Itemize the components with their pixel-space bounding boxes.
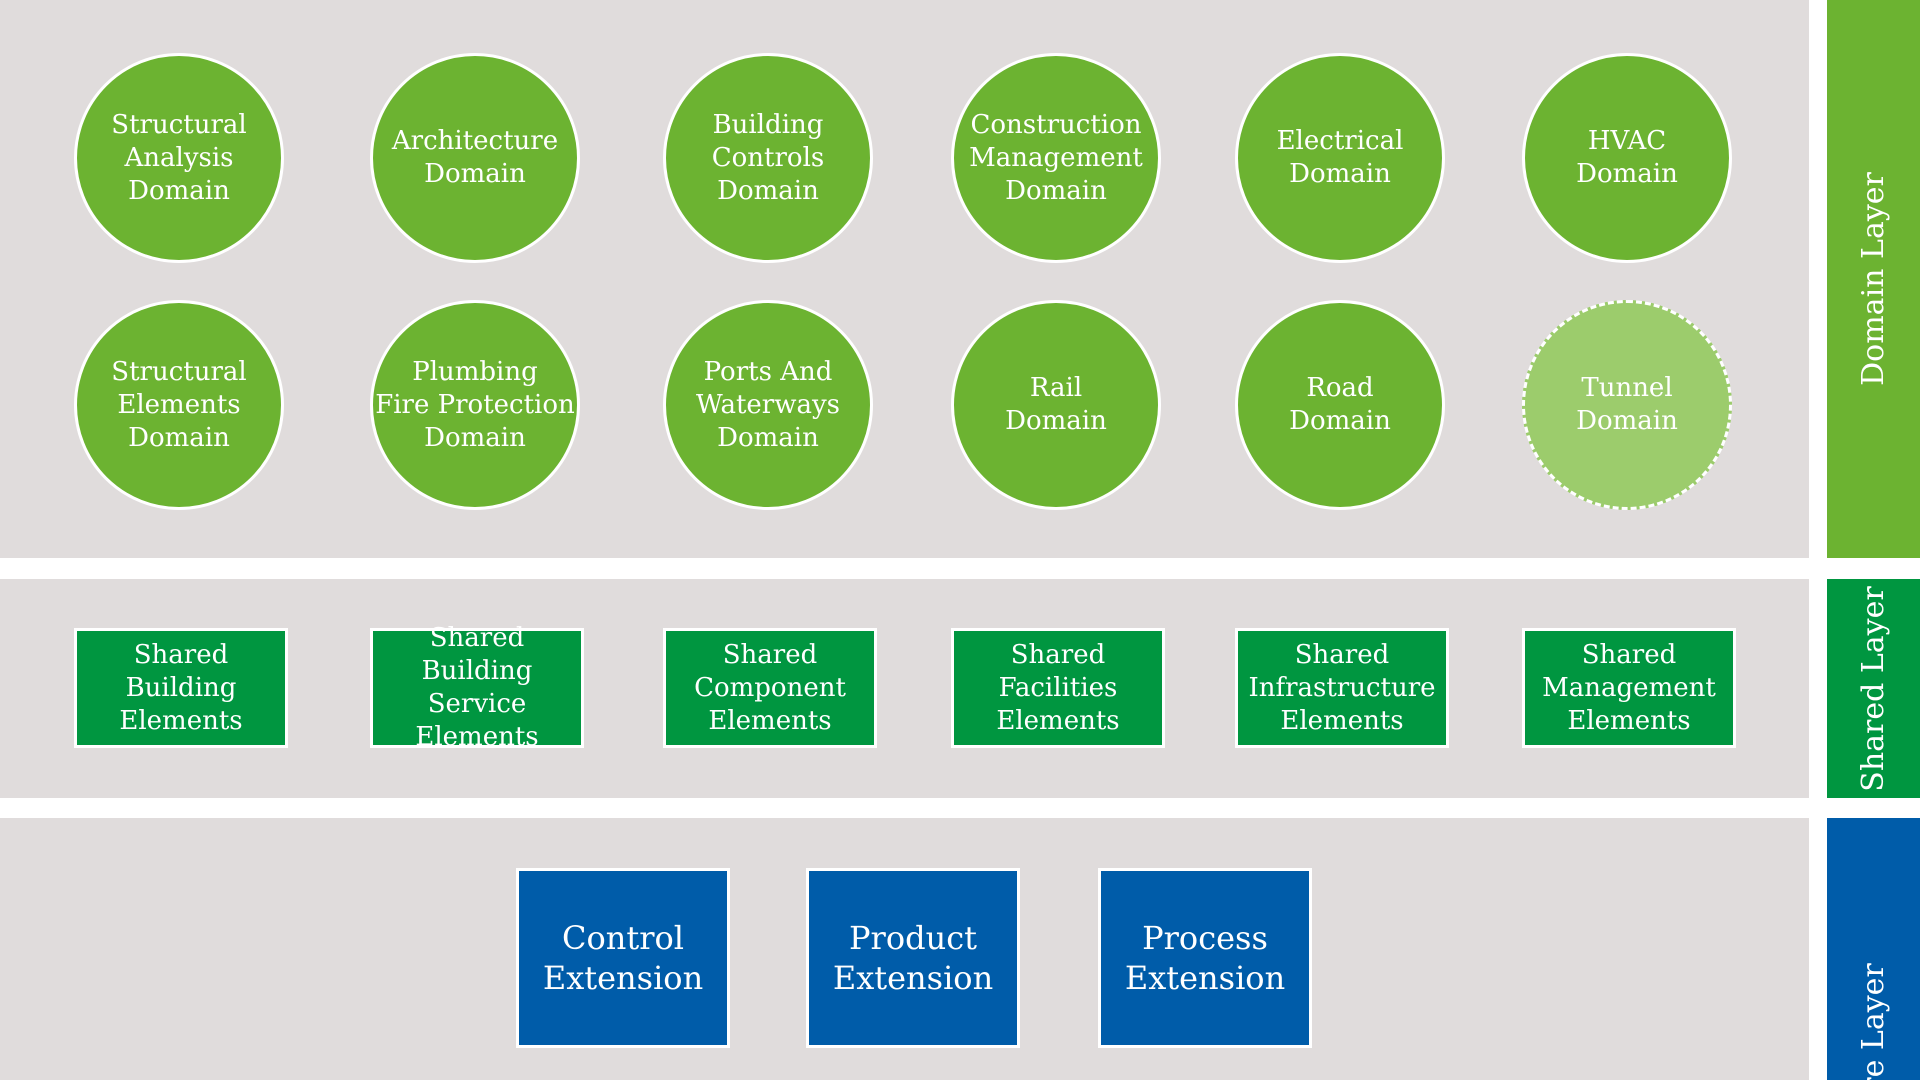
shared-layer-label: Shared Layer bbox=[1855, 585, 1891, 792]
rail-domain: Rail Domain bbox=[951, 300, 1161, 510]
shared-facilities-elements: Shared Facilities Elements bbox=[951, 628, 1165, 748]
shared-component-elements: Shared Component Elements bbox=[663, 628, 877, 748]
tunnel-domain: Tunnel Domain bbox=[1522, 300, 1732, 510]
construction-management-domain: Construction Management Domain bbox=[951, 53, 1161, 263]
domain-layer-tab: Domain Layer bbox=[1827, 0, 1920, 558]
process-extension: Process Extension bbox=[1098, 868, 1312, 1048]
shared-building-elements: Shared Building Elements bbox=[74, 628, 288, 748]
domain-layer-label: Domain Layer bbox=[1855, 172, 1891, 386]
shared-layer-band bbox=[0, 579, 1809, 798]
plumbing-fire-protection-domain: Plumbing Fire Protection Domain bbox=[370, 300, 580, 510]
architecture-domain: Architecture Domain bbox=[370, 53, 580, 263]
shared-infrastructure-elements: Shared Infrastructure Elements bbox=[1235, 628, 1449, 748]
core-layer-label: Core Layer bbox=[1855, 963, 1891, 1080]
shared-management-elements: Shared Management Elements bbox=[1522, 628, 1736, 748]
domain-layer-band bbox=[0, 0, 1809, 558]
structural-elements-domain: Structural Elements Domain bbox=[74, 300, 284, 510]
shared-building-service-elements: Shared Building Service Elements bbox=[370, 623, 584, 752]
road-domain: Road Domain bbox=[1235, 300, 1445, 510]
building-controls-domain: Building Controls Domain bbox=[663, 53, 873, 263]
hvac-domain: HVAC Domain bbox=[1522, 53, 1732, 263]
product-extension: Product Extension bbox=[806, 868, 1020, 1048]
ports-and-waterways-domain: Ports And Waterways Domain bbox=[663, 300, 873, 510]
electrical-domain: Electrical Domain bbox=[1235, 53, 1445, 263]
control-extension: Control Extension bbox=[516, 868, 730, 1048]
structural-analysis-domain: Structural Analysis Domain bbox=[74, 53, 284, 263]
core-layer-tab: Core Layer bbox=[1827, 818, 1920, 1080]
shared-layer-tab: Shared Layer bbox=[1827, 579, 1920, 798]
